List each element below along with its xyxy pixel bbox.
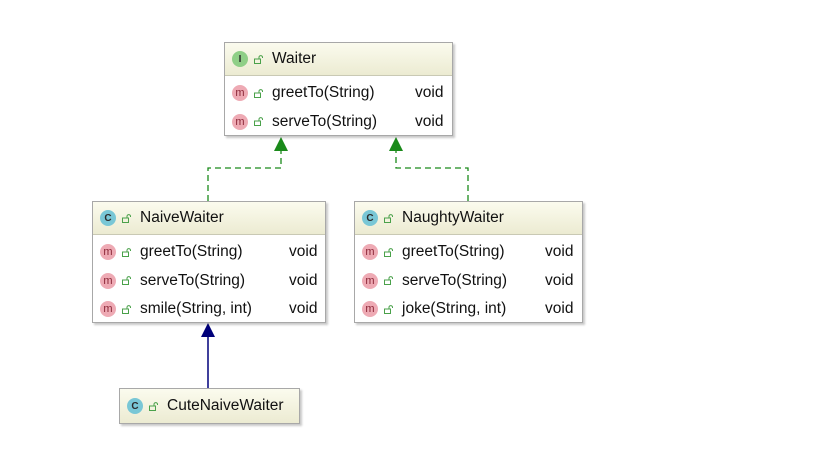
unlocked-padlock-icon <box>122 276 131 286</box>
method-name: joke(String, int) <box>402 300 507 318</box>
class-box-naughtywaiter[interactable]: C NaughtyWaiter m greetTo(String) void m <box>354 201 583 323</box>
class-name: NaiveWaiter <box>140 209 224 226</box>
unlocked-padlock-icon <box>122 213 131 223</box>
method-list: m greetTo(String) void m serveTo(String)… <box>355 235 582 324</box>
implements-line <box>395 151 469 201</box>
method-row[interactable]: m joke(String, int) void <box>355 295 582 324</box>
method-row[interactable]: m smile(String, int) void <box>93 295 325 324</box>
method-row[interactable]: m serveTo(String) void <box>225 108 452 137</box>
return-type: void <box>545 243 574 261</box>
method-name: smile(String, int) <box>140 300 252 318</box>
class-header: C NaiveWaiter <box>93 202 325 235</box>
method-icon: m <box>362 272 378 289</box>
class-name: CuteNaiveWaiter <box>167 397 284 414</box>
method-row[interactable]: m greetTo(String) void <box>225 79 452 108</box>
unlocked-padlock-icon <box>149 401 158 411</box>
extends-arrowhead <box>201 323 215 337</box>
return-type: void <box>415 84 444 102</box>
method-name: serveTo(String) <box>272 112 378 130</box>
class-box-waiter[interactable]: I Waiter m greetTo(String) void m <box>224 42 453 136</box>
implements-line <box>207 151 282 201</box>
return-type: void <box>289 271 318 289</box>
unlocked-padlock-icon <box>384 276 393 286</box>
method-list: m greetTo(String) void m serveTo(String)… <box>93 235 325 324</box>
method-name: greetTo(String) <box>272 84 375 102</box>
method-icon: m <box>100 244 116 261</box>
unlocked-padlock-icon <box>384 247 393 257</box>
return-type: void <box>545 300 574 318</box>
class-header: C CuteNaiveWaiter <box>120 389 299 423</box>
method-icon: m <box>362 301 378 318</box>
method-icon: m <box>232 113 248 130</box>
method-name: greetTo(String) <box>402 243 505 261</box>
method-name: serveTo(String) <box>140 271 246 289</box>
interface-icon: I <box>232 51 248 67</box>
class-icon: C <box>100 210 116 226</box>
method-name: greetTo(String) <box>140 243 243 261</box>
class-header: C NaughtyWaiter <box>355 202 582 235</box>
method-row[interactable]: m greetTo(String) void <box>93 238 325 267</box>
unlocked-padlock-icon <box>122 304 131 314</box>
implements-arrowhead <box>274 137 288 151</box>
unlocked-padlock-icon <box>384 213 393 223</box>
edge-cutenaivewaiter-extends-naivewaiter <box>201 323 215 388</box>
return-type: void <box>415 112 444 130</box>
return-type: void <box>289 243 318 261</box>
method-row[interactable]: m greetTo(String) void <box>355 238 582 267</box>
unlocked-padlock-icon <box>254 117 263 127</box>
class-header: I Waiter <box>225 43 452 76</box>
method-icon: m <box>100 272 116 289</box>
unlocked-padlock-icon <box>122 247 131 257</box>
unlocked-padlock-icon <box>254 54 263 64</box>
method-icon: m <box>362 244 378 261</box>
method-icon: m <box>232 85 248 102</box>
edge-naughtywaiter-implements-waiter <box>389 137 469 201</box>
edge-naivewaiter-implements-waiter <box>207 137 288 201</box>
method-name: serveTo(String) <box>402 271 508 289</box>
class-name: Waiter <box>272 50 317 67</box>
return-type: void <box>289 300 318 318</box>
method-list: m greetTo(String) void m serveTo(String)… <box>225 76 452 136</box>
unlocked-padlock-icon <box>384 304 393 314</box>
class-icon: C <box>362 210 378 226</box>
method-icon: m <box>100 301 116 318</box>
class-box-naivewaiter[interactable]: C NaiveWaiter m greetTo(String) void m <box>92 201 326 323</box>
class-name: NaughtyWaiter <box>402 209 504 226</box>
unlocked-padlock-icon <box>254 88 263 98</box>
return-type: void <box>545 271 574 289</box>
method-row[interactable]: m serveTo(String) void <box>93 267 325 296</box>
method-row[interactable]: m serveTo(String) void <box>355 267 582 296</box>
class-icon: C <box>127 398 143 414</box>
class-box-cutenaivewaiter[interactable]: C CuteNaiveWaiter <box>119 388 300 424</box>
implements-arrowhead <box>389 137 403 151</box>
